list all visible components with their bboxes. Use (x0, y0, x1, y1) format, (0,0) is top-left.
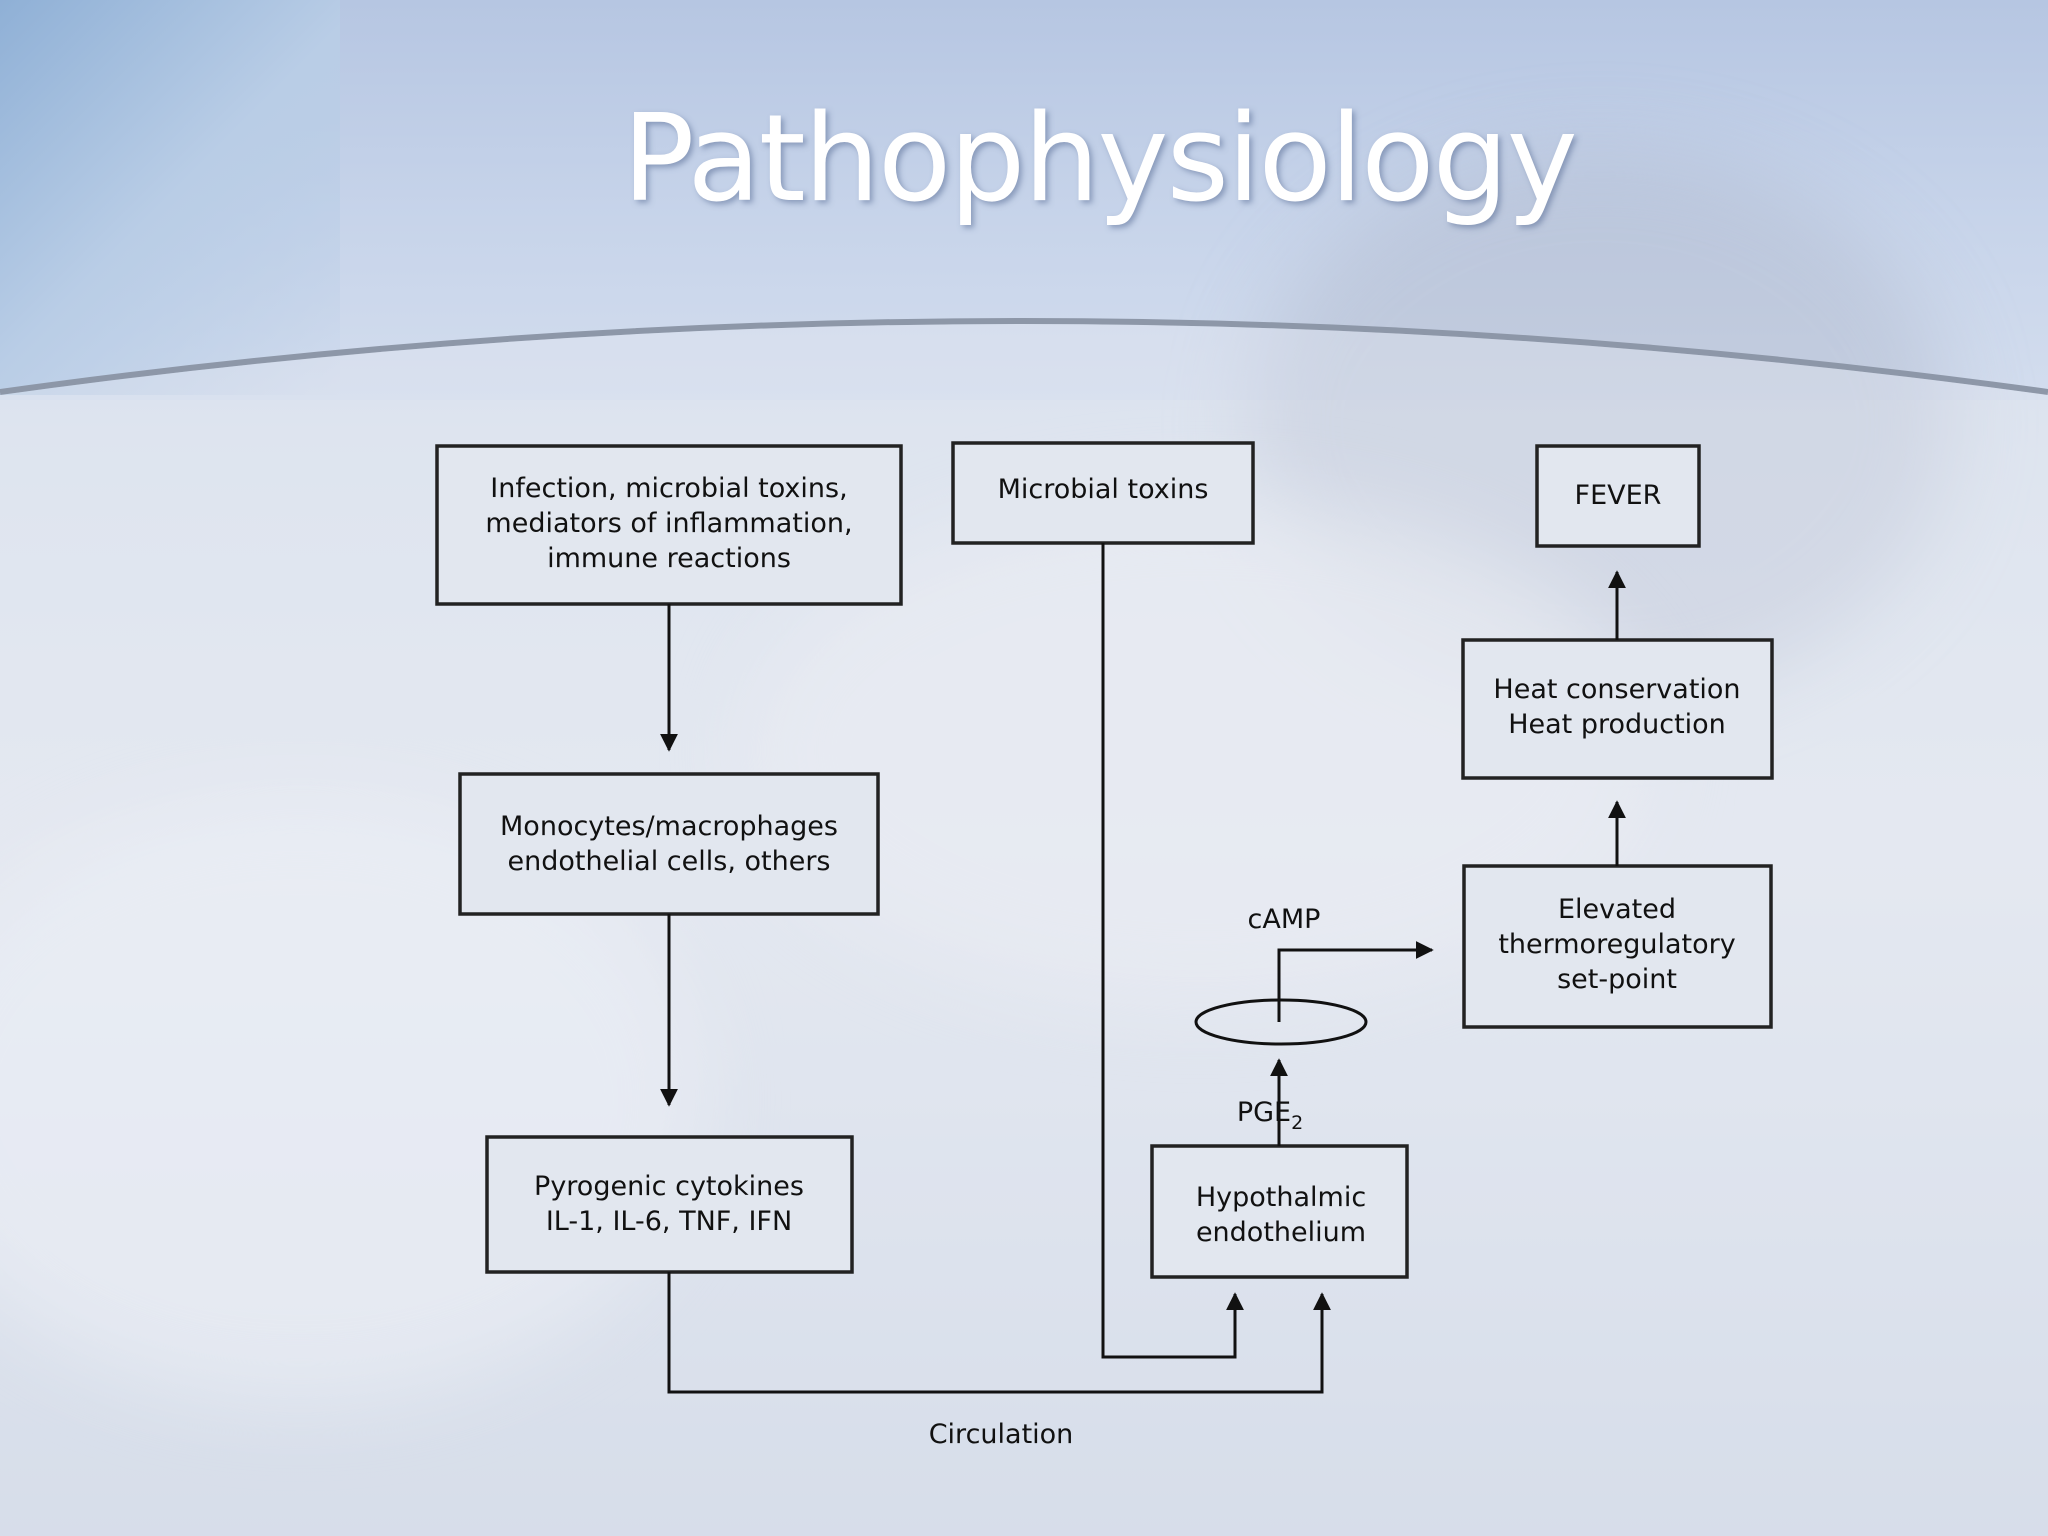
header-band (0, 0, 2048, 400)
camp-label: cAMP (1248, 904, 1321, 935)
svg-text:Infection, microbial toxins,me: Infection, microbial toxins,mediators of… (485, 473, 852, 574)
receptor-ellipse (1194, 998, 1368, 1046)
arrow-camp-to-setpoint (1277, 941, 1434, 1022)
svg-text:Microbial toxins: Microbial toxins (998, 474, 1209, 505)
arrow-cytokines-circulation (667, 1272, 1331, 1394)
microbial-toxins-box: Microbial toxins (951, 441, 1255, 545)
surgeon-photo (0, 0, 340, 395)
circulation-label: Circulation (929, 1419, 1074, 1450)
pge2-label: PGE2 (1237, 1097, 1303, 1134)
svg-text:FEVER: FEVER (1575, 480, 1662, 511)
arrow-toxins-to-hypothalamus (1101, 543, 1244, 1359)
fever-box: FEVER (1535, 444, 1701, 548)
infection-box: Infection, microbial toxins,mediators of… (435, 444, 903, 606)
slide-title: Pathophysiology (622, 90, 1578, 229)
header-curve (0, 318, 2048, 395)
